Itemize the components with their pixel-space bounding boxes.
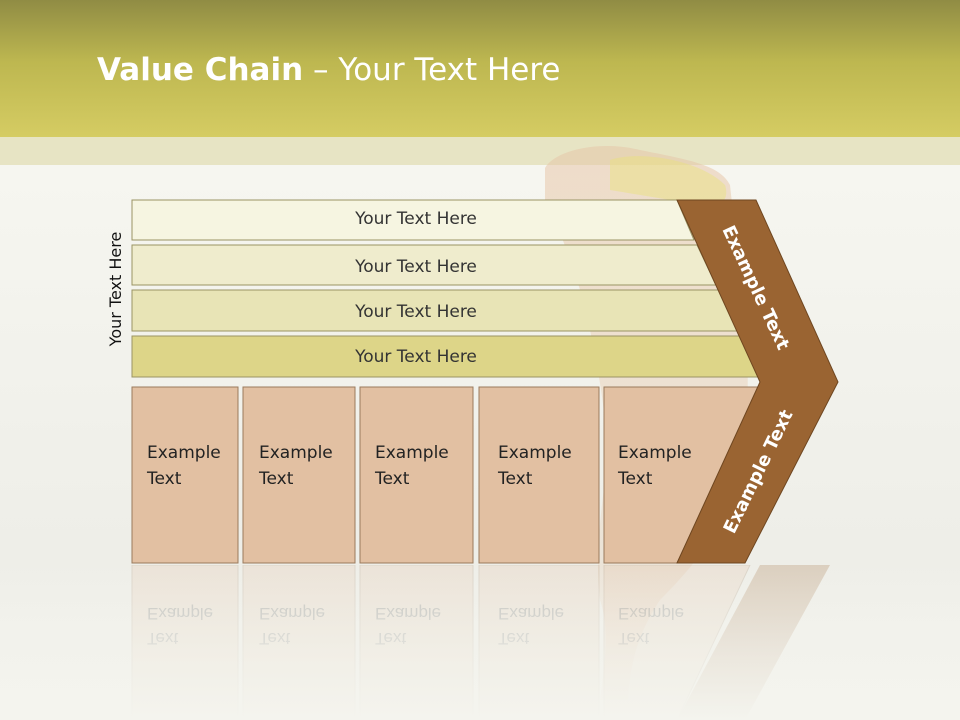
box-shape-2 [242, 386, 356, 564]
row-label-3: Your Text Here [355, 302, 477, 322]
header-band [0, 137, 960, 165]
box-label-4-line2: Text [498, 469, 533, 489]
box-shape-1 [131, 386, 239, 564]
box-label-2-line2: Text [259, 469, 294, 489]
header-bar [0, 0, 960, 137]
box-label-2-line1: Example [259, 443, 333, 463]
box-shape-3 [359, 386, 474, 564]
row-label-1: Your Text Here [355, 209, 477, 229]
row-label-2: Your Text Here [355, 257, 477, 277]
title-bold: Value Chain [97, 52, 304, 88]
box-label-5-line1: Example [618, 443, 692, 463]
chevron-shape [676, 199, 839, 564]
box-label-1-line2: Text [147, 469, 182, 489]
box-shape-4 [478, 386, 600, 564]
box-label-1-line1: Example [147, 443, 221, 463]
box-label-3-line2: Text [375, 469, 410, 489]
box-label-3-line1: Example [375, 443, 449, 463]
reflection-fade [0, 565, 960, 720]
box-label-5-line2: Text [618, 469, 653, 489]
row-label-4: Your Text Here [355, 347, 477, 367]
row-shape-1 [131, 199, 695, 241]
title-rest: – Your Text Here [303, 52, 561, 88]
slide-title: Value Chain – Your Text Here [97, 52, 560, 88]
box-label-4-line1: Example [498, 443, 572, 463]
